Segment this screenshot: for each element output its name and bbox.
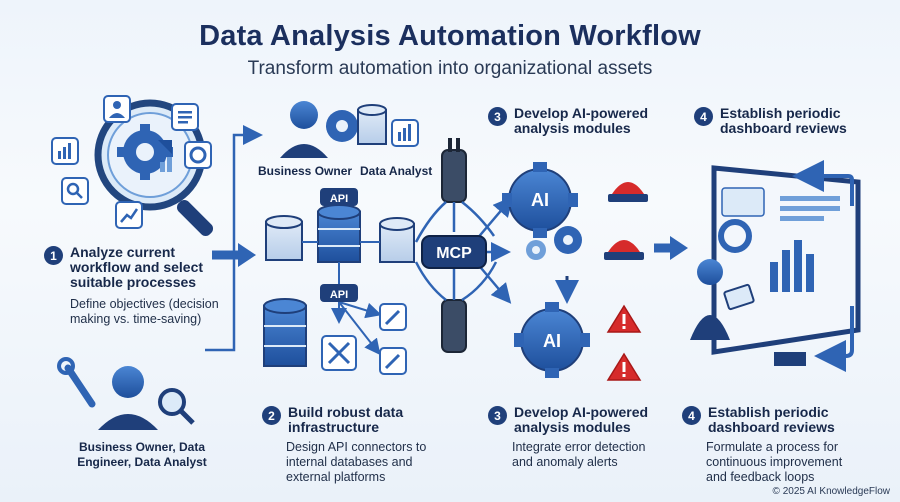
role-business-owner: Business Owner — [258, 164, 353, 178]
database-stack — [263, 298, 382, 367]
ai-module-label: AI — [543, 331, 561, 351]
person-badge-icon — [103, 95, 131, 123]
warning-triangle-icon — [606, 304, 642, 333]
step-number-badge: 3 — [488, 107, 507, 126]
step-4-description: Formulate a process for continuous impro… — [706, 440, 843, 484]
api-label-text: API — [330, 193, 348, 205]
warning-triangle-icon — [606, 352, 642, 381]
analyst-avatar — [690, 259, 755, 340]
gear-chart-icon — [117, 124, 173, 180]
mcp-hub-label: MCP — [436, 245, 472, 262]
step-3-description: Integrate error detection and anomaly al… — [512, 440, 646, 469]
role-data-analyst: Data Analyst — [360, 164, 433, 178]
list-icon — [171, 103, 199, 131]
tools-icon — [321, 335, 357, 371]
business-owner-avatar — [280, 101, 328, 158]
mcp-hub: MCP — [421, 235, 487, 269]
api-label: API — [320, 188, 358, 206]
database-icon — [317, 204, 361, 263]
step-number-badge: 4 — [682, 406, 701, 425]
dashboard-monitor-icon — [711, 165, 861, 366]
trend-icon — [115, 201, 143, 229]
database-icon — [265, 215, 303, 261]
wrench-icon — [379, 347, 407, 375]
step-1-description: Define objectives (decision making vs. t… — [70, 297, 219, 326]
alert-light-icon — [608, 182, 648, 202]
step-4-title: Establish periodic dashboard reviews — [708, 404, 835, 435]
step-4-heading: 4 Establish periodic dashboard reviews — [682, 405, 872, 435]
step-2-heading: 2 Build robust data infrastructure — [262, 405, 432, 435]
feedback-loop-arrow — [792, 160, 854, 206]
step-4-title-top: Establish periodic dashboard reviews — [720, 105, 847, 136]
step-2-title: Build robust data infrastructure — [288, 404, 404, 435]
step-2-description: Design API connectors to internal databa… — [286, 440, 427, 484]
ai-gear-icon — [502, 162, 578, 238]
step-3-heading-top: 3 Develop AI-powered analysis modules — [488, 106, 668, 136]
ai-chip-icon — [514, 302, 590, 378]
wrench-icon — [379, 303, 407, 331]
step-4-heading-top: 4 Establish periodic dashboard reviews — [694, 106, 874, 136]
gear-icon — [526, 226, 582, 260]
api-label: API — [320, 284, 358, 302]
settings-icon — [184, 141, 212, 169]
team-avatar-icon — [57, 357, 195, 430]
footer-copyright: © 2025 AI KnowledgeFlow — [772, 486, 890, 497]
step-3-heading: 3 Develop AI-powered analysis modules — [488, 405, 668, 435]
bar-chart-icon — [51, 137, 79, 165]
feedback-loop-arrow — [814, 306, 854, 372]
step-3-title-top: Develop AI-powered analysis modules — [514, 105, 649, 136]
step-3-title: Develop AI-powered analysis modules — [514, 404, 649, 435]
step-number-badge: 4 — [694, 107, 713, 126]
ai-module-label: AI — [531, 190, 549, 210]
search-icon — [61, 177, 89, 205]
data-analyst-avatar — [391, 119, 419, 147]
connector-line — [205, 125, 263, 352]
step-number-badge: 3 — [488, 406, 507, 425]
database-icon — [379, 217, 415, 263]
page-subtitle: Transform automation into organizational… — [247, 58, 653, 79]
step-1-roles: Business Owner, Data Engineer, Data Anal… — [77, 440, 207, 469]
step-1-title: Analyze current workflow and select suit… — [70, 244, 204, 290]
database-icon — [357, 104, 387, 145]
alert-light-icon — [604, 240, 644, 260]
step-1-heading: 1 Analyze current workflow and select su… — [44, 245, 244, 290]
api-label-text: API — [330, 289, 348, 301]
page-title: Data Analysis Automation Workflow — [199, 20, 701, 52]
connector-plug-icon — [414, 138, 514, 353]
step-number-badge: 1 — [44, 246, 63, 265]
step-number-badge: 2 — [262, 406, 281, 425]
gear-icon — [326, 110, 358, 142]
